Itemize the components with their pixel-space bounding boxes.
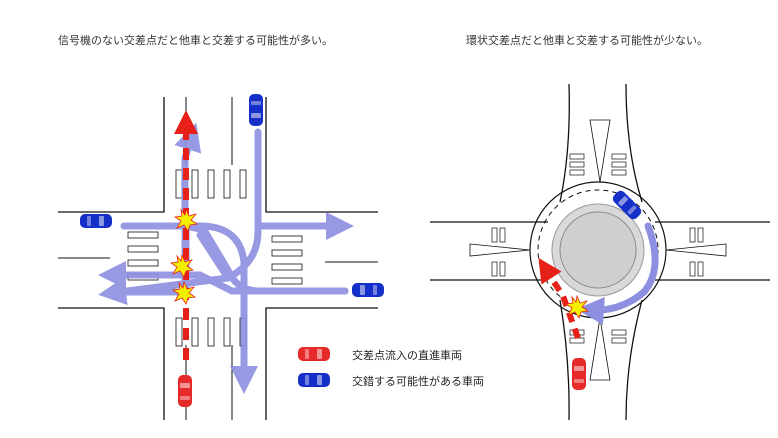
legend-blue-label: 交錯する可能性がある車両 [352, 375, 484, 388]
crosswalks-roundabout [491, 153, 704, 344]
circulating-flow-arrow [576, 222, 659, 325]
legend-red: 交差点流入の直進車両 [346, 347, 462, 363]
splitter-islands [469, 119, 727, 381]
roundabout [430, 83, 770, 421]
blue-car-icon [249, 94, 263, 126]
red-car-icon [178, 375, 192, 407]
conflict-point-icon [565, 295, 589, 319]
caption-right: 環状交差点だと他車と交差する可能性が少ない。 [466, 34, 708, 47]
red-car-icon [298, 347, 330, 361]
caption-left: 信号機のない交差点だと他車と交差する可能性が多い。 [58, 34, 333, 47]
road-edges-roundabout [430, 83, 770, 421]
blue-car-icon [298, 373, 330, 387]
red-car-icon [572, 358, 586, 390]
legend-red-label: 交差点流入の直進車両 [352, 349, 462, 362]
crossroads-intersection [58, 94, 384, 420]
crosswalks [127, 169, 303, 347]
legend-blue: 交錯する可能性がある車両 [346, 373, 484, 389]
blue-car-icon [80, 214, 112, 228]
blue-car-icon [352, 283, 384, 297]
legend-icons [298, 347, 330, 387]
